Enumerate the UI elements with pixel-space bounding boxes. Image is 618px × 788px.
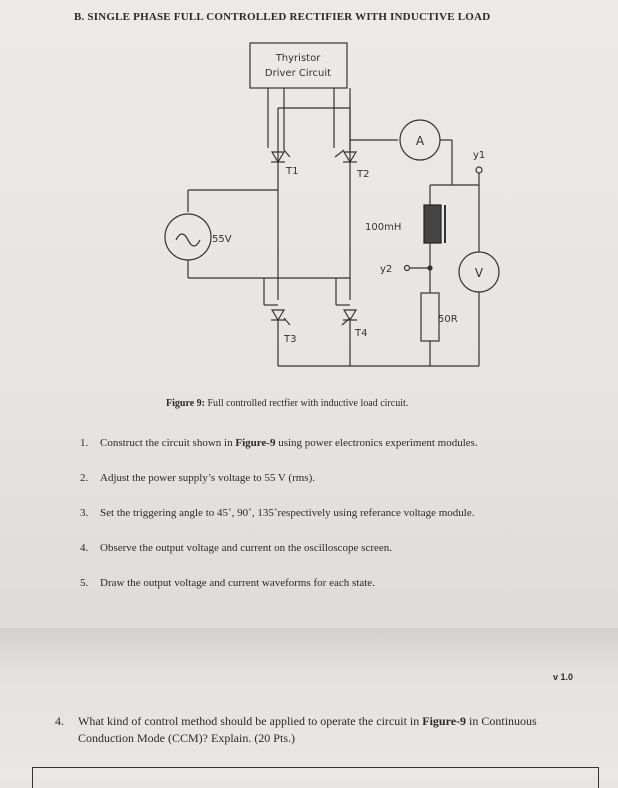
list-item: 2. Adjust the power supply’s voltage to 5… bbox=[80, 472, 478, 507]
t4-label: T4 bbox=[354, 328, 367, 339]
step-number: 3. bbox=[80, 507, 89, 519]
next-page bbox=[0, 628, 618, 777]
inductor-label: 100mH bbox=[365, 222, 401, 233]
version-label: v 1.0 bbox=[553, 672, 574, 682]
thyristor-t4 bbox=[342, 309, 358, 322]
question-4: 4. What kind of control method should be… bbox=[55, 713, 595, 747]
step-text: Set the triggering angle to 45˚, 90˚, 13… bbox=[100, 507, 475, 519]
step-number: 1. bbox=[80, 437, 89, 449]
question-number: 4. bbox=[55, 714, 64, 728]
source-label: 55V bbox=[212, 234, 232, 245]
t3-label: T3 bbox=[283, 334, 296, 345]
inductor bbox=[423, 204, 442, 244]
resistor bbox=[420, 292, 440, 342]
thyristor-t3 bbox=[270, 309, 286, 322]
procedure-list: 1. Construct the circuit shown in Figure-… bbox=[80, 437, 478, 612]
figure-caption: Figure 9: Full controlled rectfier with … bbox=[166, 398, 408, 409]
list-item: 5. Draw the output voltage and current wa… bbox=[80, 577, 478, 612]
driver-label-2: Driver Circuit bbox=[265, 68, 331, 79]
driver-label-1: Thyristor bbox=[275, 53, 322, 64]
question-text-end: in Continuous Conduction Mode (CCM)? Exp… bbox=[78, 714, 537, 745]
probe-y1-label: y1 bbox=[473, 150, 485, 161]
thyristor-t2 bbox=[342, 151, 358, 164]
step-number: 5. bbox=[80, 577, 89, 589]
step-text: Draw the output voltage and current wave… bbox=[100, 577, 375, 589]
step-text: Construct the circuit shown in bbox=[100, 437, 236, 449]
step-text-end: using power electronics experiment modul… bbox=[275, 437, 478, 449]
list-item: 1. Construct the circuit shown in Figure-… bbox=[80, 437, 478, 472]
resistor-label: 50R bbox=[438, 314, 458, 325]
list-item: 4. Observe the output voltage and current… bbox=[80, 542, 478, 577]
t2-label: T2 bbox=[356, 169, 369, 180]
driver-box bbox=[249, 42, 348, 89]
voltmeter-label: V bbox=[475, 266, 484, 280]
list-item: 3. Set the triggering angle to 45˚, 90˚, … bbox=[80, 507, 478, 542]
answer-box[interactable] bbox=[32, 767, 599, 788]
step-text: Adjust the power supply’s voltage to 55 … bbox=[100, 472, 315, 484]
ac-source bbox=[164, 213, 212, 261]
section-title: B. SINGLE PHASE FULL CONTROLLED RECTIFIE… bbox=[74, 11, 491, 23]
step-bold: Figure-9 bbox=[235, 437, 276, 449]
question-text: What kind of control method should be ap… bbox=[78, 713, 595, 747]
question-bold: Figure-9 bbox=[422, 714, 467, 728]
step-number: 2. bbox=[80, 472, 89, 484]
step-text: Observe the output voltage and current o… bbox=[100, 542, 393, 554]
probe-y2-label: y2 bbox=[380, 264, 392, 275]
step-number: 4. bbox=[80, 542, 89, 554]
t1-label: T1 bbox=[285, 166, 298, 177]
caption-text: Full controlled rectfier with inductive … bbox=[207, 398, 409, 409]
caption-label: Figure 9: bbox=[166, 398, 205, 409]
worksheet-page bbox=[0, 0, 618, 628]
question-text-start: What kind of control method should be ap… bbox=[78, 714, 423, 728]
thyristor-t1 bbox=[270, 151, 286, 164]
ammeter-label: A bbox=[416, 134, 425, 148]
circuit-diagram: Thyristor Driver Circuit T1 T2 A y1 100m… bbox=[164, 42, 500, 367]
